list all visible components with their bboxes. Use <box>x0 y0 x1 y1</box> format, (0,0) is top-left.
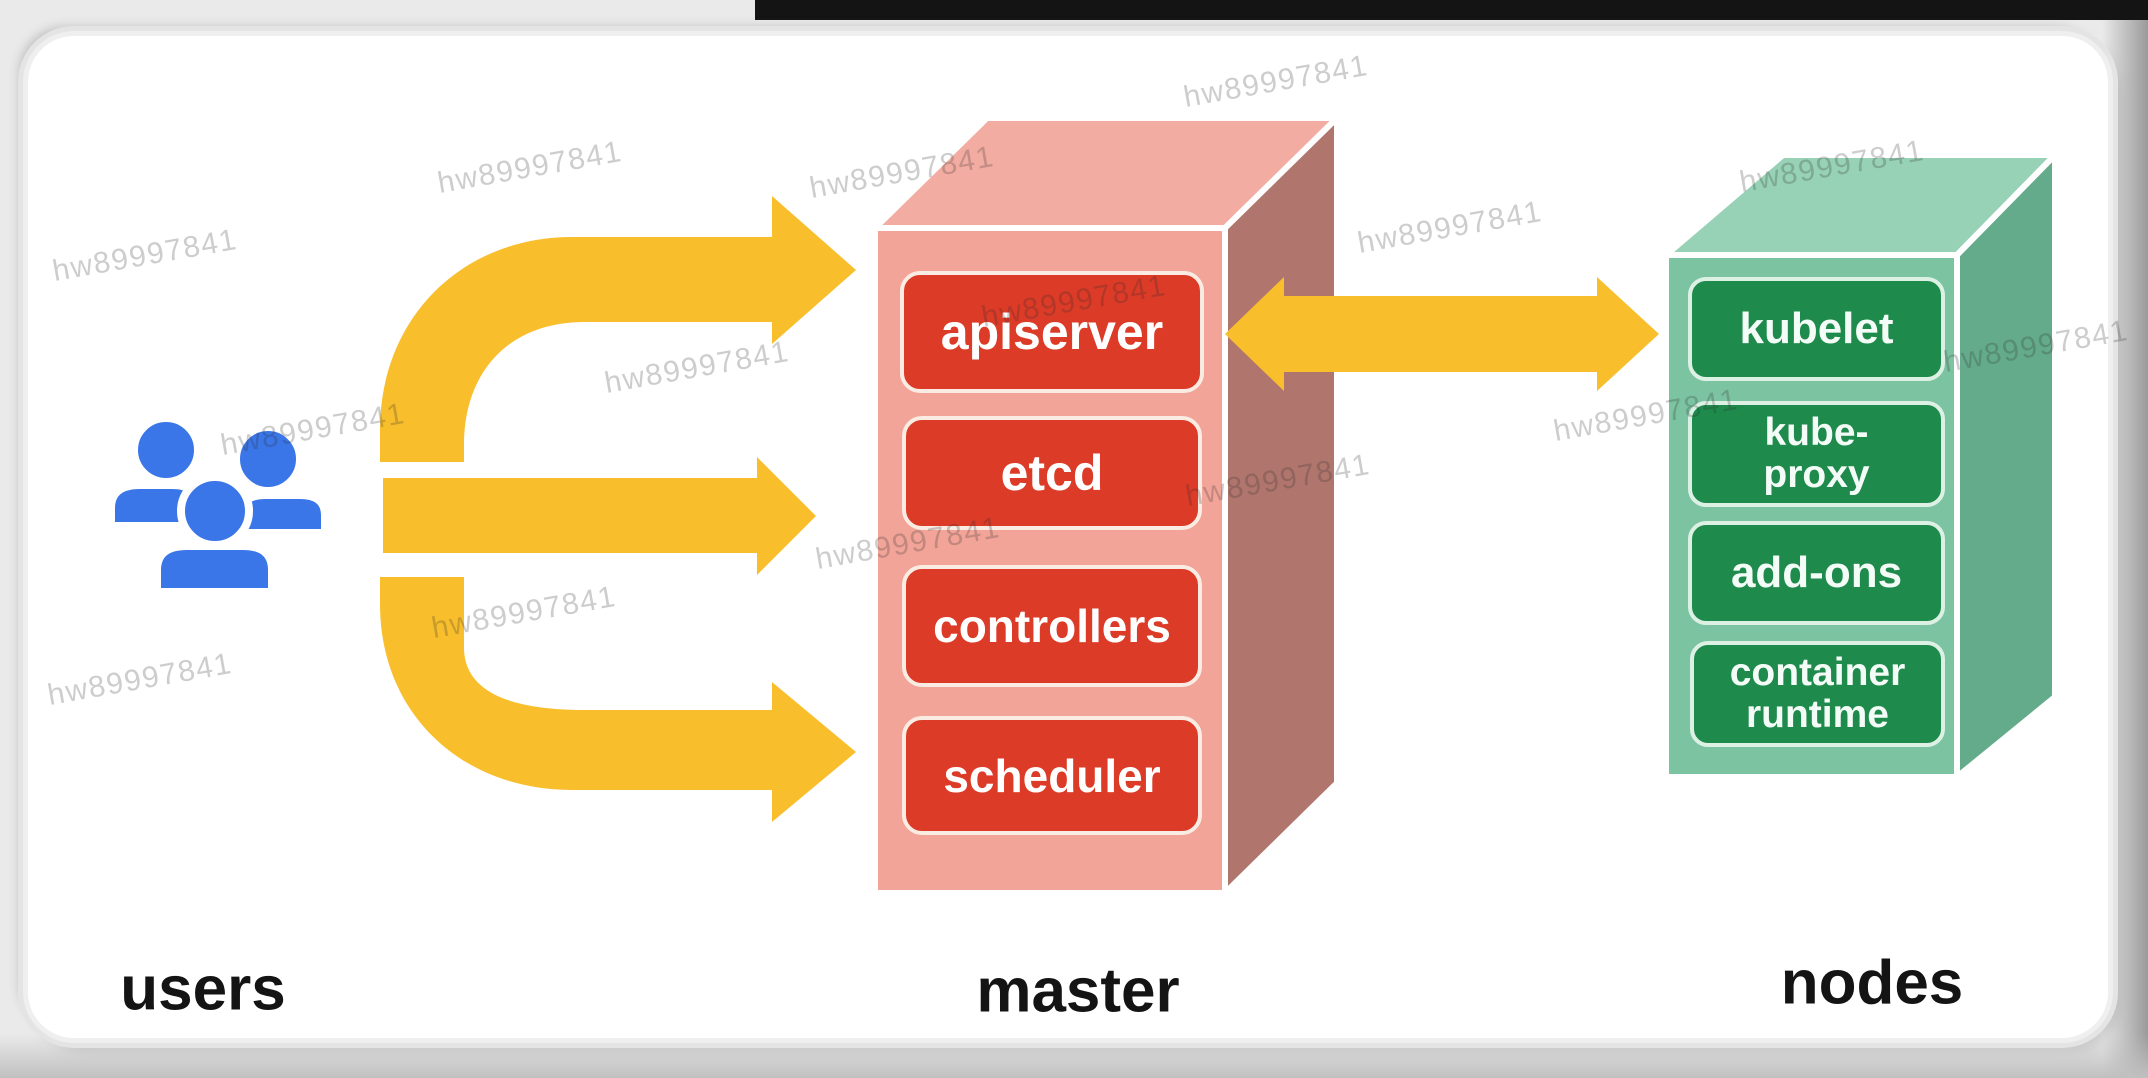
nodes-component-kube-proxy: kube- proxy <box>1688 401 1945 507</box>
users-to-scheduler-arrow <box>380 577 856 822</box>
nodes-component-kubelet: kubelet <box>1688 277 1945 381</box>
users-icon <box>109 416 327 596</box>
nodes-component-container-runtime: container runtime <box>1690 641 1945 747</box>
master-component-scheduler: scheduler <box>902 716 1202 835</box>
component-label: etcd <box>1000 445 1104 501</box>
nodes-side-face <box>1954 152 2058 780</box>
master-component-apiserver: apiserver <box>900 271 1204 393</box>
component-label: runtime <box>1745 693 1889 736</box>
master-component-controllers: controllers <box>902 565 1202 687</box>
component-label: add-ons <box>1730 548 1903 598</box>
users-to-master-middle-arrow <box>383 457 816 575</box>
user-body-center <box>153 542 276 596</box>
master-nodes-double-arrow <box>1225 277 1659 391</box>
label-master: master <box>976 956 1180 1026</box>
flow-arrows <box>380 196 1659 822</box>
component-label: kubelet <box>1739 304 1894 354</box>
component-label: proxy <box>1763 453 1870 496</box>
nodes-component-add-ons: add-ons <box>1688 521 1945 625</box>
component-label: scheduler <box>943 749 1161 802</box>
component-label: apiserver <box>940 304 1164 360</box>
top-black-bar <box>755 0 2148 20</box>
master-side-face <box>1222 115 1340 896</box>
component-label: kube- <box>1764 410 1869 454</box>
master-component-etcd: etcd <box>902 416 1202 530</box>
user-head-left <box>132 416 200 484</box>
label-nodes: nodes <box>1780 948 1964 1018</box>
label-users: users <box>120 954 286 1024</box>
user-body-right <box>238 493 327 535</box>
bottom-edge-shade <box>0 1034 2148 1078</box>
users-to-apiserver-arrow <box>380 196 856 462</box>
user-head-center <box>177 473 253 549</box>
right-edge-shade <box>2102 0 2148 1078</box>
component-label: controllers <box>933 600 1171 652</box>
component-label: container <box>1729 650 1906 694</box>
user-head-right <box>234 425 302 493</box>
